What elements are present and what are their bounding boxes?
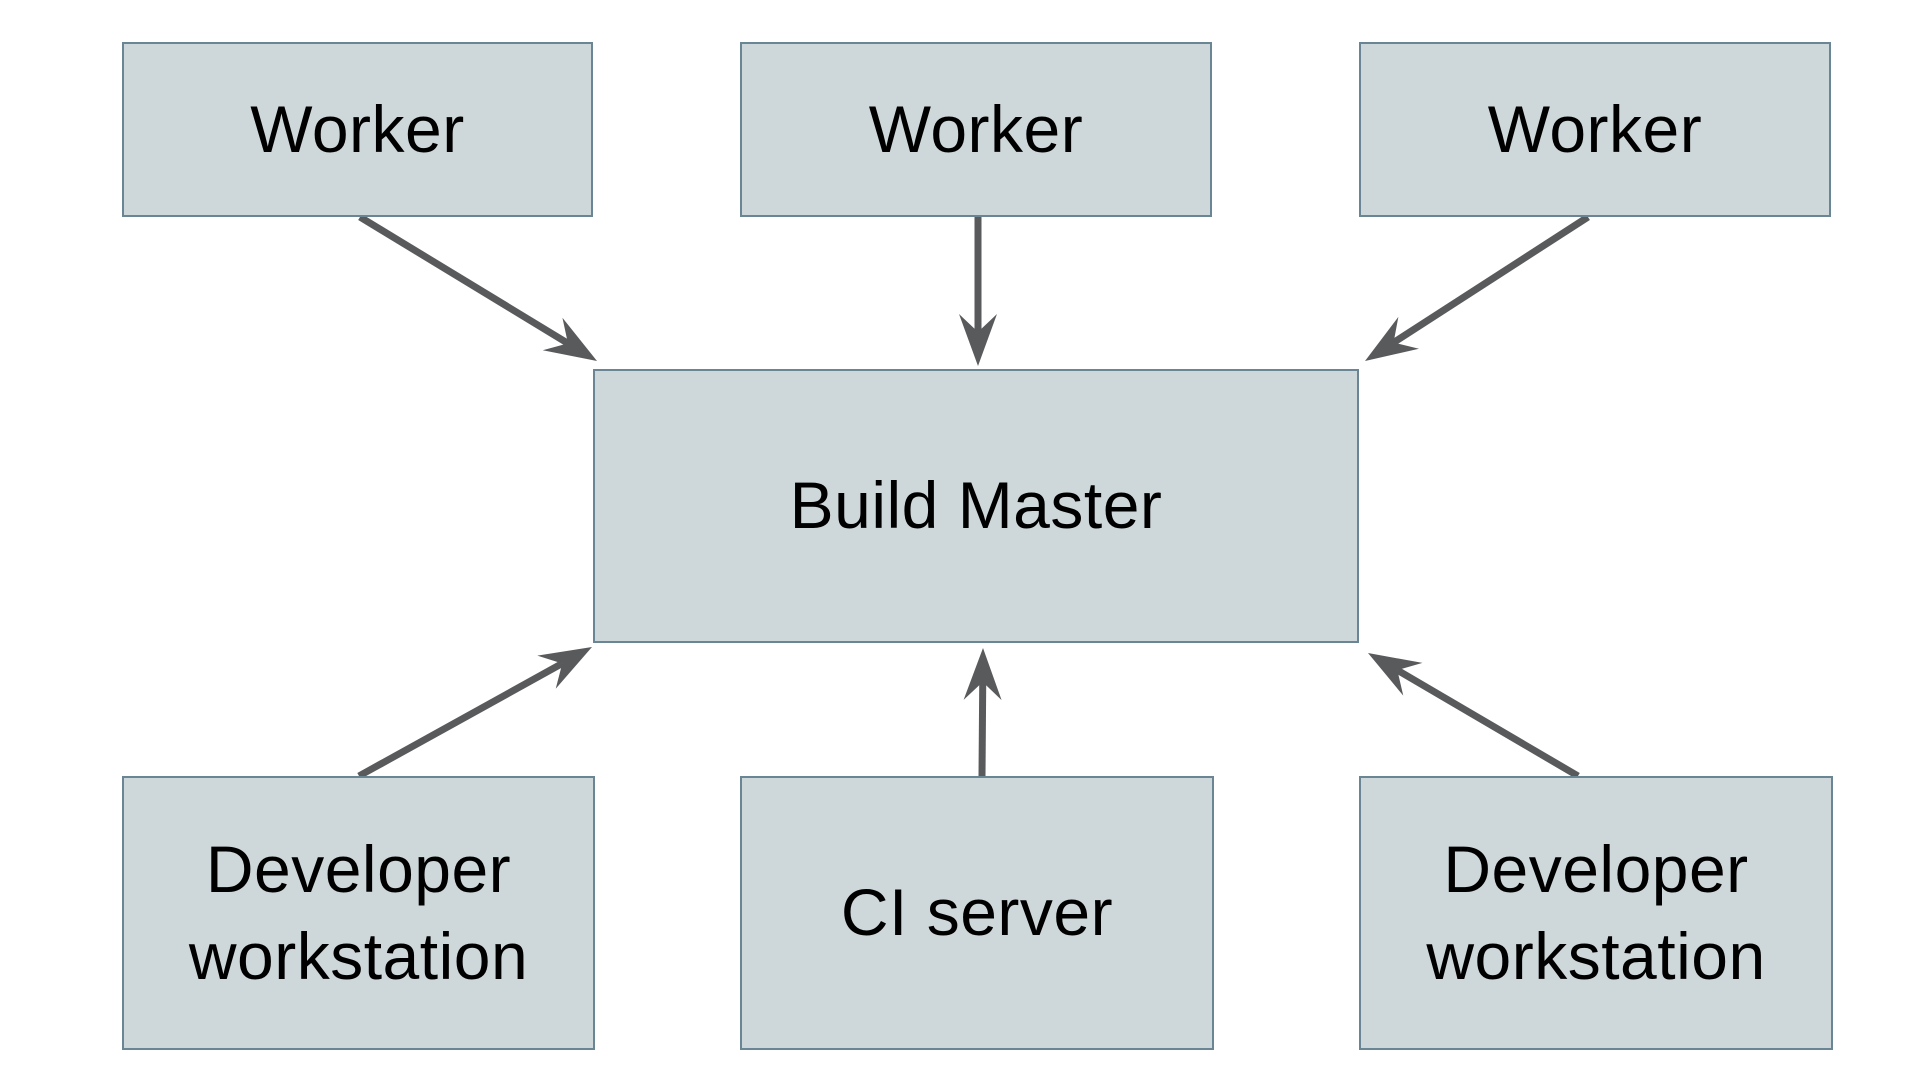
node-worker-2-label: Worker — [868, 91, 1084, 166]
node-developer-workstation-right: Developer workstation — [1359, 776, 1833, 1050]
node-ci-server-label: CI server — [840, 875, 1114, 950]
node-worker-1-label: Worker — [250, 91, 465, 166]
node-worker-3-label: Worker — [1487, 91, 1703, 166]
arrow-worker-3-to-build-master — [1365, 214, 1590, 361]
arrow-worker-1-to-build-master — [358, 214, 597, 361]
arrow-developer-workstation-right-to-build-master — [1368, 653, 1580, 780]
node-build-master: Build Master — [593, 369, 1359, 643]
node-ci-server: CI server — [740, 776, 1214, 1050]
node-worker-2: Worker — [740, 42, 1212, 217]
arrow-developer-workstation-left-to-build-master — [357, 647, 592, 780]
node-developer-workstation-left-label: Developer workstation — [188, 831, 529, 993]
arrow-ci-server-to-build-master — [963, 648, 1002, 777]
arrow-worker-2-to-build-master — [959, 217, 997, 366]
node-worker-3: Worker — [1359, 42, 1831, 217]
node-developer-workstation-left: Developer workstation — [122, 776, 595, 1050]
node-developer-workstation-right-label: Developer workstation — [1426, 831, 1766, 993]
node-worker-1: Worker — [122, 42, 593, 217]
node-build-master-label: Build Master — [789, 468, 1163, 543]
